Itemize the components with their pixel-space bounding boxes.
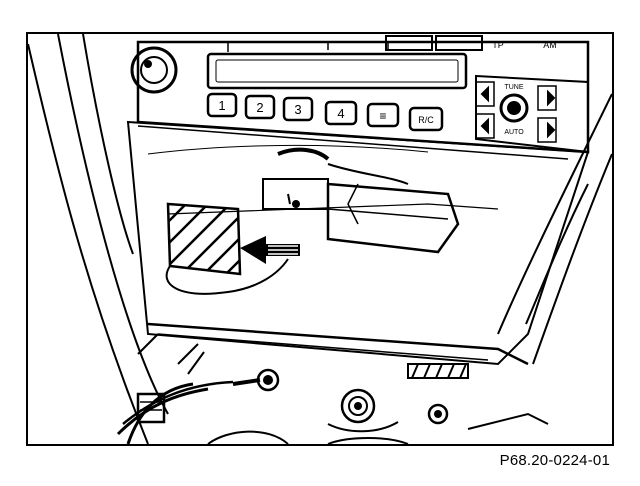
am-button-label: AM: [543, 40, 557, 50]
preset-button-3: 3: [282, 96, 314, 122]
preset-buttons: 1 2 3 4 ≡ R/C: [206, 92, 444, 132]
lower-tray-edge: [147, 322, 529, 366]
preset-button-5: ≡: [366, 102, 400, 128]
preset-button-1: 1: [206, 92, 238, 118]
svg-text:2: 2: [256, 100, 263, 115]
console-illustration: 1 2 3 4 ≡ R/C TP AM: [28, 34, 612, 444]
left-trim-edge: [82, 34, 134, 255]
svg-text:R/C: R/C: [418, 115, 434, 125]
figure-reference-code: P68.20-0224-01: [499, 452, 610, 469]
illustration-frame: 1 2 3 4 ≡ R/C TP AM: [26, 32, 614, 446]
seek-forward-button: [537, 85, 557, 111]
preset-button-2: 2: [244, 94, 276, 120]
striped-badge: [407, 363, 469, 379]
svg-text:1: 1: [218, 98, 225, 113]
seek-back-button: [475, 81, 495, 107]
left-trim-outer: [28, 43, 149, 444]
preset-button-rc: R/C: [408, 106, 444, 132]
connector-cable: [165, 258, 289, 295]
tp-button-label: TP: [492, 40, 504, 50]
svg-text:3: 3: [294, 102, 301, 117]
bolt-right: [427, 403, 449, 425]
top-slot-right: [435, 35, 483, 51]
left-trim-inner: [57, 34, 169, 415]
hatched-connector: [166, 202, 242, 276]
svg-text:≡: ≡: [379, 109, 386, 123]
preset-button-4: 4: [324, 100, 358, 126]
volume-knob: [130, 46, 178, 94]
auto-label: AUTO: [504, 129, 524, 136]
cubby-box: [326, 182, 460, 254]
console-faceplate: [126, 120, 590, 366]
plug-left: [136, 392, 166, 424]
top-slot-left: [385, 35, 433, 51]
wire-bundle-top: [277, 147, 330, 161]
radio-display: [206, 52, 468, 90]
right-trim-outer: [497, 93, 612, 335]
svg-text:4: 4: [337, 106, 344, 121]
right-trim-inner: [532, 153, 612, 365]
lighter-socket: [340, 388, 376, 424]
tune-label: TUNE: [504, 84, 523, 91]
tune-knob: [499, 93, 529, 123]
